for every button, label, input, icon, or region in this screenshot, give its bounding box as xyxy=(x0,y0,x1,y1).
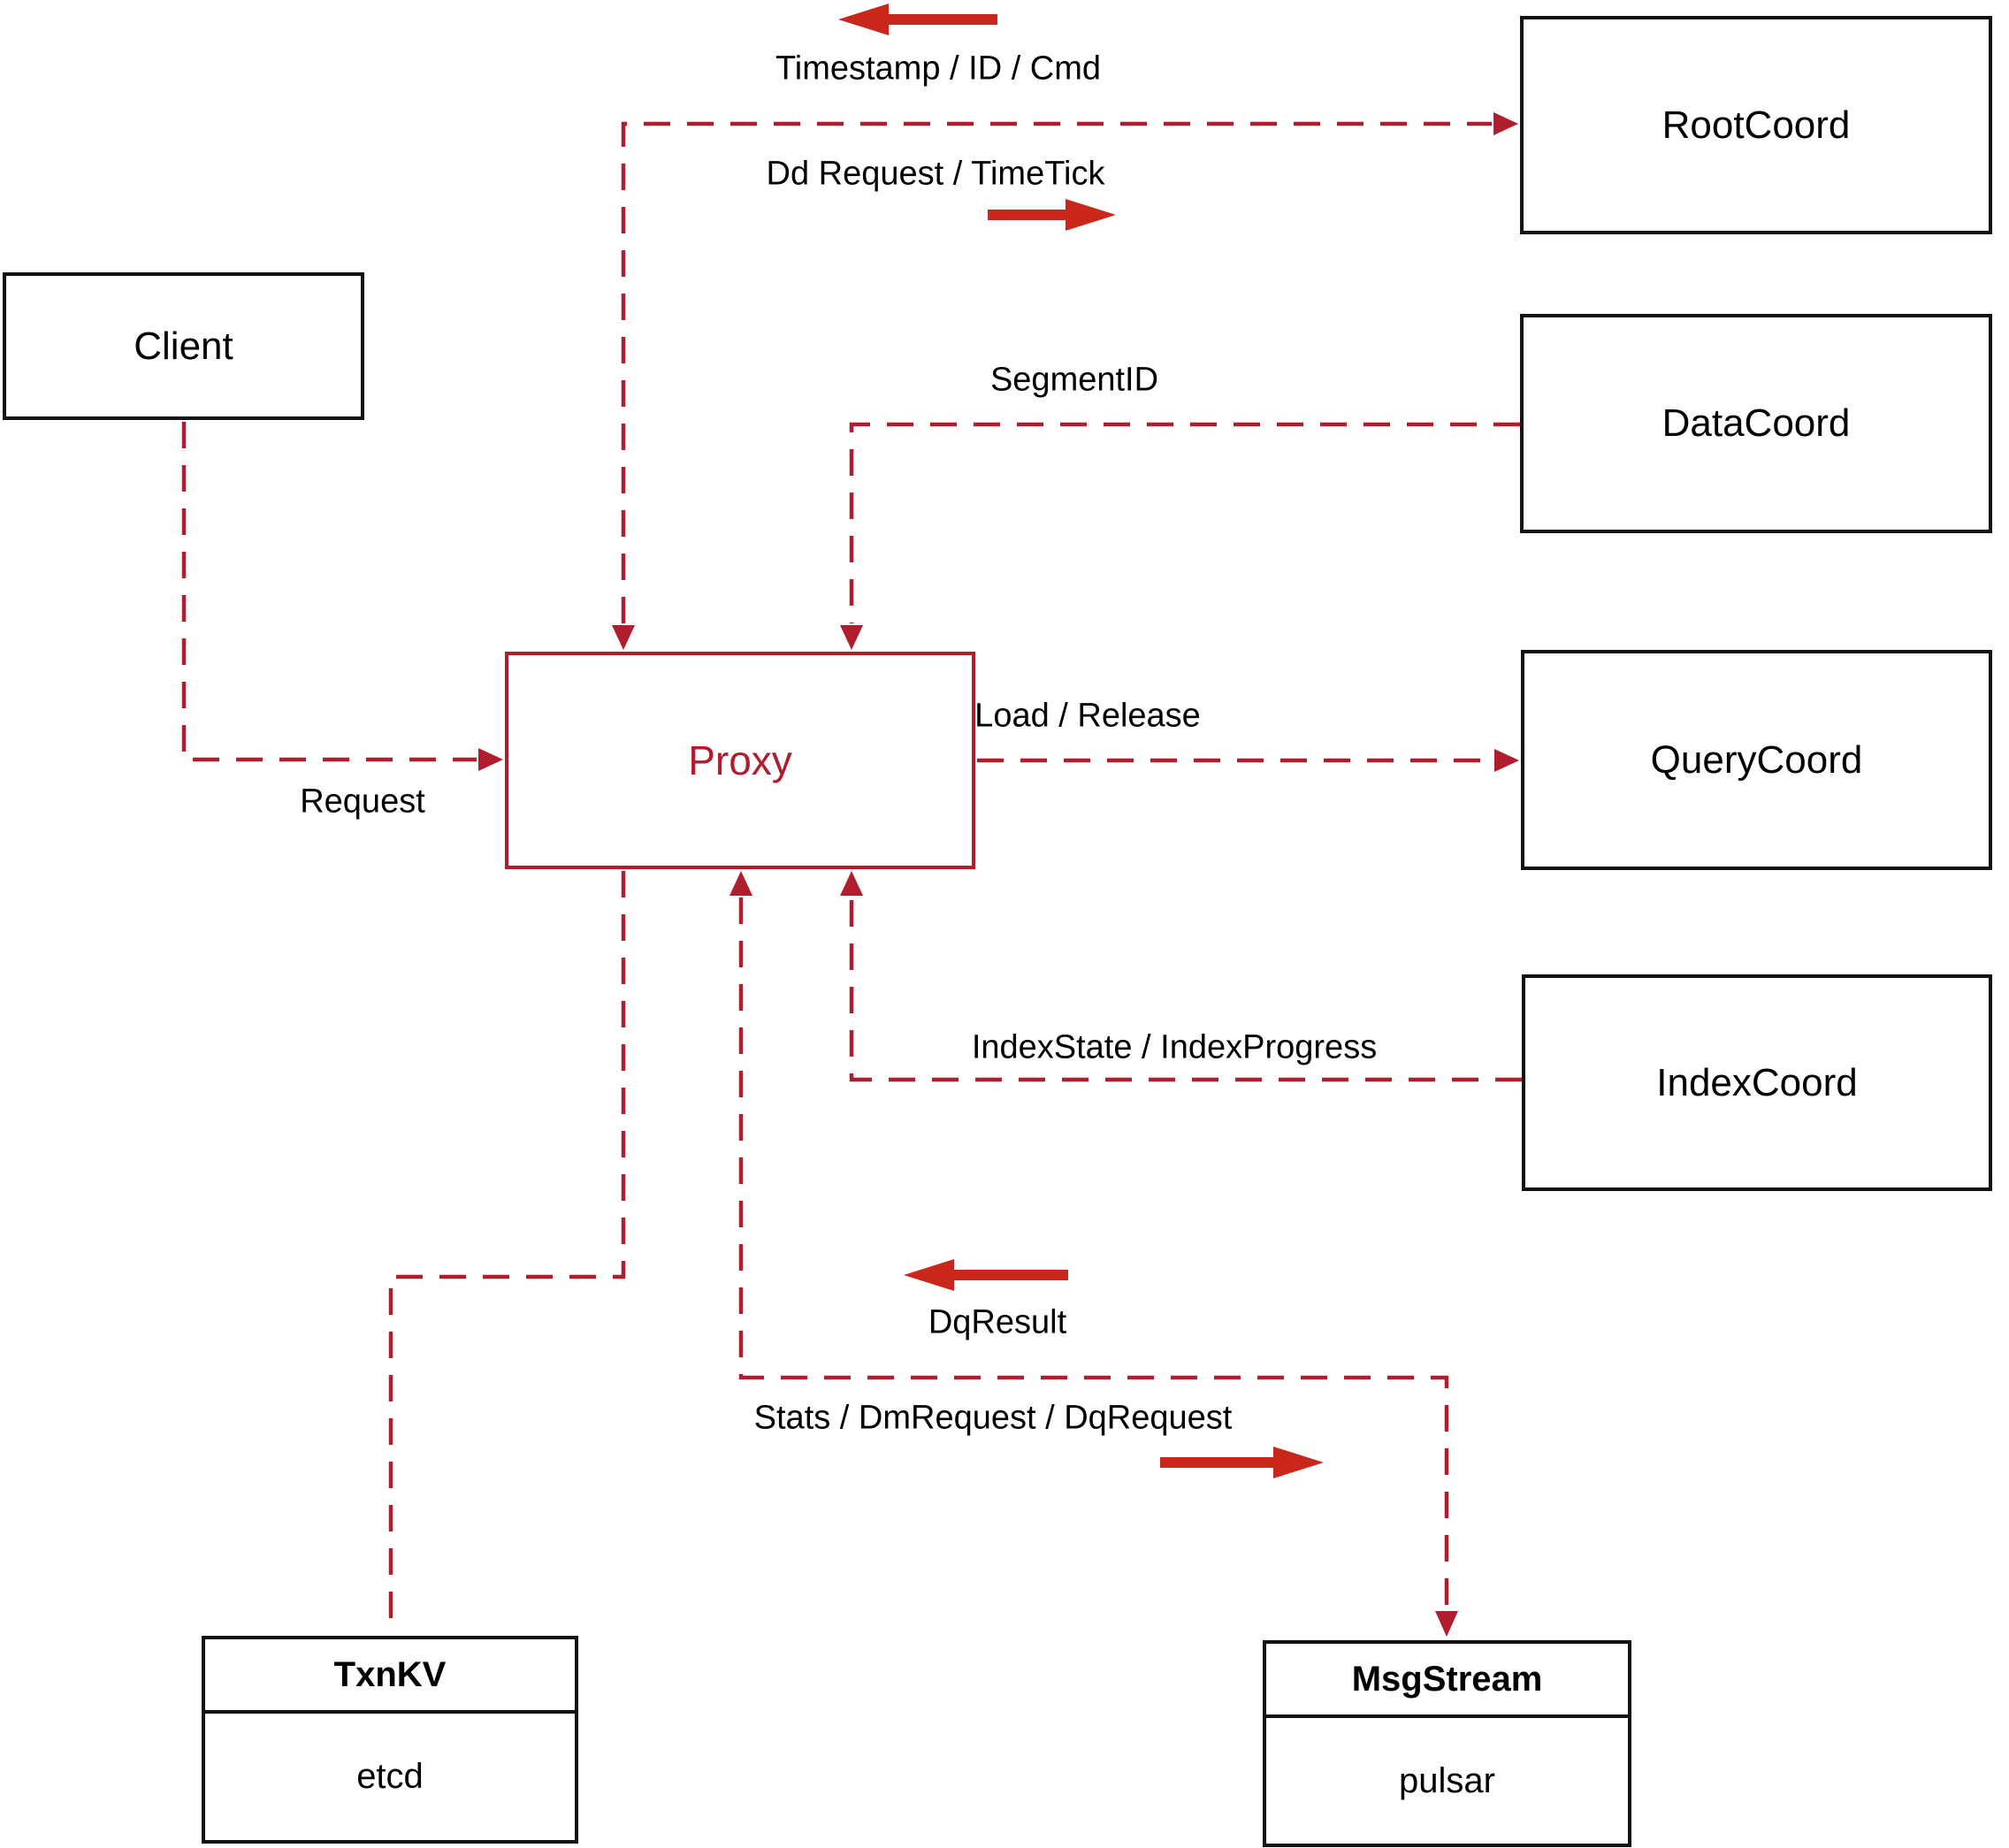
arrowhead-into-proxy-top-right xyxy=(840,625,863,650)
node-txnkv-title: TxnKV xyxy=(205,1639,575,1714)
edge-client-proxy xyxy=(181,422,477,762)
arrowhead-into-proxy-bottom-center xyxy=(730,871,752,896)
right-arrow-icon xyxy=(1160,1447,1324,1478)
edge-label-request: Request xyxy=(300,783,425,821)
edge-label-timestamp-id-cmd: Timestamp / ID / Cmd xyxy=(775,50,1102,88)
edge-label-indexstate-indexprogress: IndexState / IndexProgress xyxy=(971,1028,1378,1066)
arrowhead-into-proxy-bottom-right xyxy=(840,871,863,896)
node-datacoord-label: DataCoord xyxy=(1661,401,1851,445)
edge-label-dd-request-timetick: Dd Request / TimeTick xyxy=(766,155,1105,193)
edge-indexcoord-proxy xyxy=(849,897,1522,1082)
edge-proxy-msgstream xyxy=(738,897,1449,1609)
node-client: Client xyxy=(3,272,364,420)
node-proxy: Proxy xyxy=(505,652,975,869)
left-arrow-icon xyxy=(904,1259,1068,1291)
arrowhead-into-rootcoord xyxy=(1493,112,1518,135)
edge-label-stats-dmrequest-dqrequest: Stats / DmRequest / DqRequest xyxy=(753,1399,1233,1437)
node-rootcoord: RootCoord xyxy=(1520,16,1992,234)
node-proxy-label: Proxy xyxy=(688,737,792,783)
edge-proxy-rootcoord xyxy=(621,121,1492,623)
edge-label-segmentid: SegmentID xyxy=(989,361,1159,399)
node-indexcoord-label: IndexCoord xyxy=(1656,1060,1858,1104)
arrowhead-into-msgstream xyxy=(1435,1611,1458,1637)
node-msgstream-subtitle: pulsar xyxy=(1399,1760,1495,1800)
node-client-label: Client xyxy=(134,324,233,368)
node-msgstream-title: MsgStream xyxy=(1266,1644,1628,1718)
node-txnkv-subtitle: etcd xyxy=(356,1757,424,1796)
right-arrow-icon xyxy=(988,199,1116,231)
node-txnkv: TxnKV etcd xyxy=(202,1636,578,1844)
node-datacoord: DataCoord xyxy=(1520,314,1992,533)
arrowhead-into-proxy-top-left xyxy=(612,625,635,650)
node-querycoord-label: QueryCoord xyxy=(1650,737,1863,782)
edge-label-load-release: Load / Release xyxy=(974,697,1201,735)
edge-proxy-txnkv xyxy=(388,871,626,1634)
node-querycoord: QueryCoord xyxy=(1521,650,1992,870)
node-rootcoord-label: RootCoord xyxy=(1661,103,1851,147)
node-msgstream: MsgStream pulsar xyxy=(1263,1640,1631,1847)
edge-label-dqresult: DqResult xyxy=(928,1303,1067,1341)
arrowhead-into-proxy-left xyxy=(478,748,503,771)
arrowhead-into-querycoord xyxy=(1494,749,1519,772)
node-indexcoord: IndexCoord xyxy=(1522,974,1992,1191)
left-arrow-icon xyxy=(838,4,997,35)
edge-datacoord-proxy xyxy=(849,422,1520,623)
